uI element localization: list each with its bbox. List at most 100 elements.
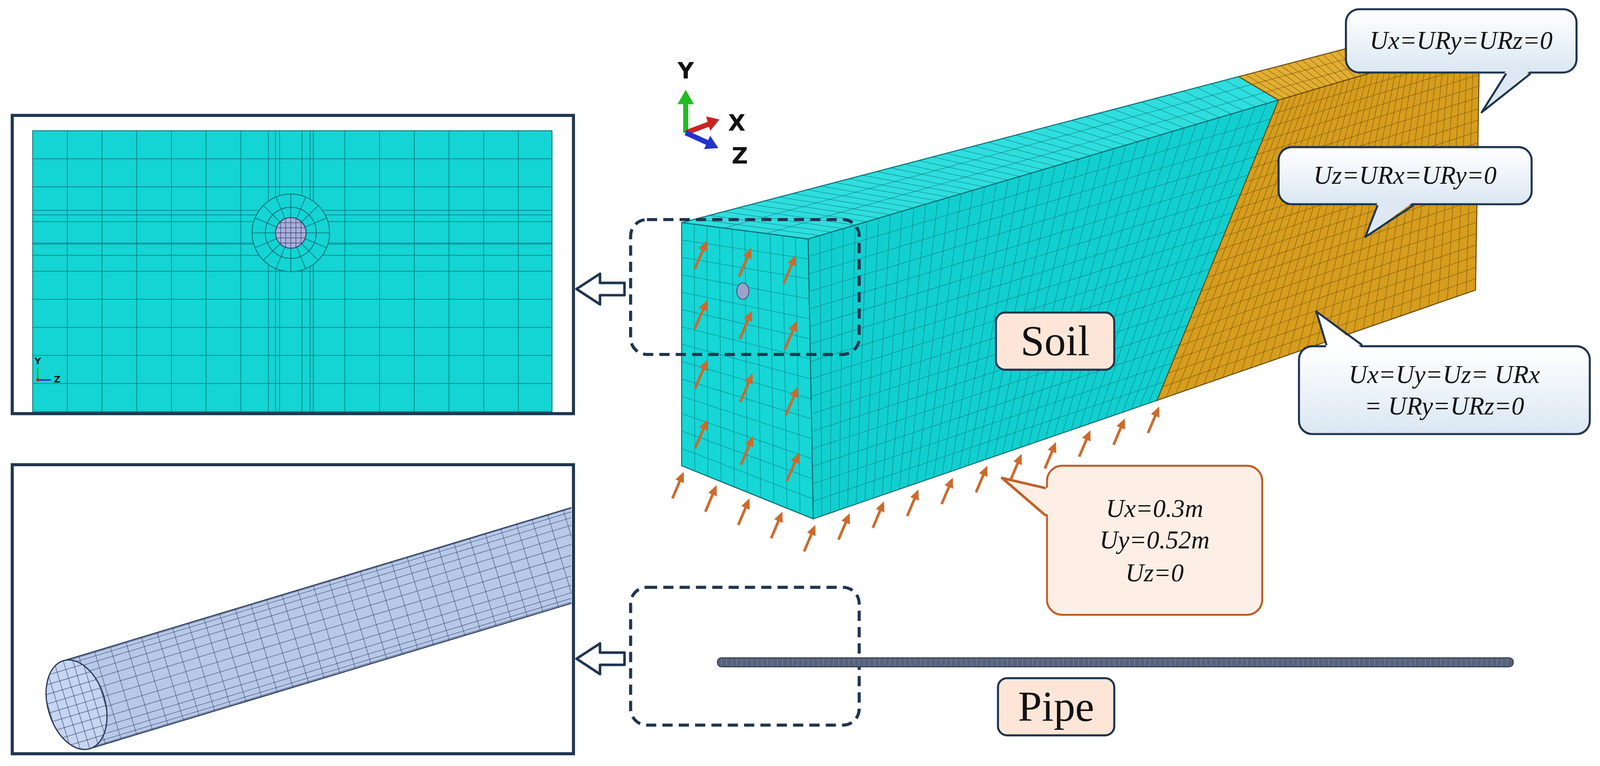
mesh-line bbox=[40, 669, 98, 687]
mesh-line bbox=[1182, 91, 1232, 114]
mesh-line bbox=[1190, 658, 1191, 666]
mesh-line bbox=[500, 528, 528, 617]
callout-tail bbox=[1001, 477, 1049, 516]
mesh-line bbox=[263, 205, 280, 222]
mesh-line bbox=[58, 730, 116, 748]
mesh-line bbox=[32, 354, 553, 356]
load-arrow bbox=[694, 366, 705, 389]
mesh-line bbox=[1312, 658, 1314, 666]
mesh-line bbox=[1491, 658, 1492, 666]
mesh-line bbox=[328, 580, 356, 668]
mesh-line bbox=[991, 658, 993, 666]
mesh-line bbox=[1169, 94, 1220, 118]
mesh-line bbox=[869, 658, 870, 666]
mesh-line bbox=[756, 658, 758, 666]
load-arrow-head bbox=[774, 511, 783, 523]
displacement-callout: Ux=0.3m Uy=0.52m Uz=0 bbox=[1045, 464, 1264, 616]
mesh-line bbox=[741, 658, 743, 666]
mesh-line bbox=[360, 570, 387, 659]
mesh-line bbox=[1307, 658, 1309, 666]
load-arrow-head bbox=[741, 498, 750, 510]
mesh-line bbox=[1245, 74, 1285, 99]
mesh-line bbox=[981, 658, 982, 666]
mesh-line bbox=[843, 658, 845, 666]
mesh-line bbox=[976, 658, 977, 666]
mesh-line bbox=[453, 542, 481, 631]
mesh-line bbox=[531, 519, 559, 607]
mesh-line bbox=[1292, 658, 1294, 666]
load-arrow bbox=[784, 327, 794, 350]
load-arrow-head bbox=[699, 359, 708, 372]
mesh-line bbox=[810, 249, 1219, 379]
load-arrow-head bbox=[1116, 418, 1126, 430]
mesh-line bbox=[792, 658, 793, 666]
mesh-line bbox=[1129, 658, 1130, 666]
mesh-line bbox=[721, 658, 722, 666]
mesh-line bbox=[1139, 658, 1141, 666]
mesh-line bbox=[1460, 658, 1462, 666]
mesh-line bbox=[1195, 658, 1197, 666]
mesh-line bbox=[1384, 658, 1385, 666]
mesh-line bbox=[1155, 98, 1208, 122]
mesh-line bbox=[1420, 658, 1421, 666]
mesh-line bbox=[1486, 658, 1487, 666]
mesh-line bbox=[894, 658, 895, 666]
mesh-line bbox=[56, 722, 114, 740]
mesh-line bbox=[681, 430, 813, 479]
mesh-line bbox=[1369, 658, 1370, 666]
mesh-line bbox=[296, 247, 306, 269]
mesh-line bbox=[1353, 658, 1355, 666]
mesh-line bbox=[88, 561, 572, 745]
mesh-line bbox=[1405, 658, 1406, 666]
mesh-line bbox=[935, 658, 936, 666]
pipe-end bbox=[34, 651, 119, 752]
mesh-line bbox=[485, 533, 512, 622]
mesh-line bbox=[1149, 658, 1151, 666]
load-arrow-head bbox=[787, 255, 797, 267]
load-arrow-head bbox=[910, 489, 919, 501]
load-arrow bbox=[740, 380, 750, 403]
mesh-line bbox=[1435, 658, 1437, 666]
mesh-line bbox=[1068, 658, 1069, 666]
mesh-line bbox=[811, 287, 1203, 414]
mesh-line bbox=[737, 208, 856, 226]
load-arrow bbox=[738, 504, 747, 525]
mesh-line bbox=[1496, 658, 1498, 666]
load-arrow bbox=[907, 495, 916, 516]
mesh-line bbox=[1175, 658, 1176, 666]
mesh-line bbox=[811, 306, 1196, 432]
mesh-line bbox=[296, 196, 306, 219]
mesh-line bbox=[1113, 109, 1173, 132]
mesh-line bbox=[930, 658, 931, 666]
load-arrow bbox=[1148, 412, 1157, 433]
load-arrow-head bbox=[743, 310, 753, 322]
load-arrow bbox=[694, 306, 705, 329]
mesh-line bbox=[726, 658, 727, 666]
mesh-line bbox=[863, 658, 865, 666]
mesh-line bbox=[1425, 658, 1426, 666]
mesh-line bbox=[1481, 658, 1482, 666]
mesh-line bbox=[1506, 658, 1508, 666]
mesh-line bbox=[792, 193, 902, 212]
mesh-line bbox=[1257, 658, 1258, 666]
mesh-line bbox=[266, 598, 293, 687]
part-name: Pipe bbox=[1000, 683, 1113, 730]
mesh-line bbox=[918, 160, 1009, 180]
mesh-line bbox=[1083, 658, 1084, 666]
pipe-section bbox=[275, 217, 306, 249]
mesh-line bbox=[736, 658, 738, 666]
mesh-line bbox=[723, 84, 1252, 229]
mesh-line bbox=[279, 242, 303, 244]
mesh-ring bbox=[252, 194, 330, 272]
mesh-line bbox=[810, 268, 1211, 397]
mesh-line bbox=[1173, 256, 1477, 360]
mesh-line bbox=[64, 481, 572, 665]
mesh-line bbox=[1047, 658, 1049, 666]
mesh-line bbox=[1440, 658, 1442, 666]
load-arrow-head bbox=[699, 419, 708, 431]
mesh-line bbox=[890, 167, 985, 187]
mesh-line bbox=[306, 232, 330, 234]
zoom-arrow bbox=[576, 273, 625, 304]
mesh-line bbox=[32, 158, 553, 160]
